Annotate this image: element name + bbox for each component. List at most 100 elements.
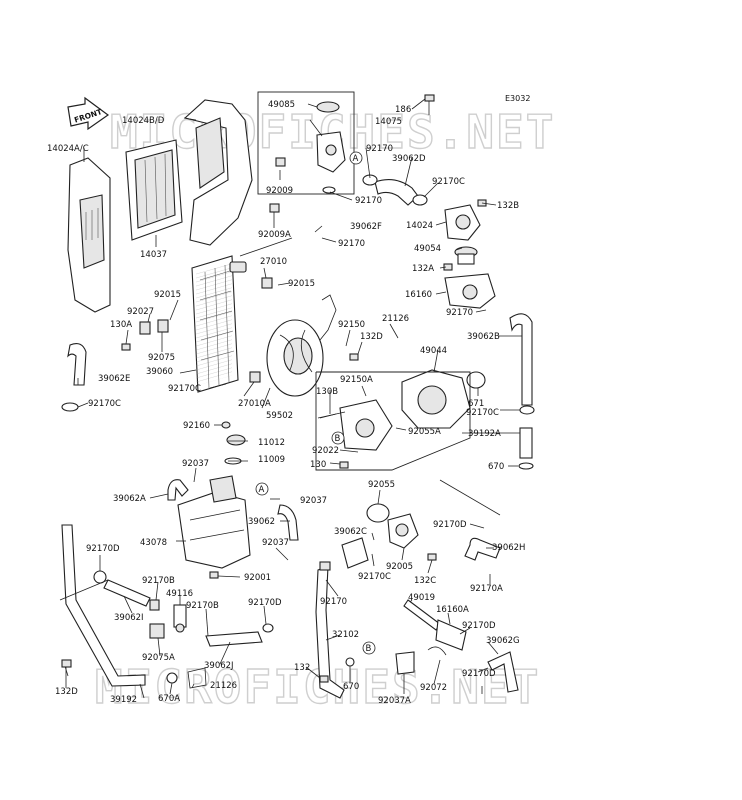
label-49085: 49085 [268, 100, 295, 110]
thermostat-part [454, 246, 478, 265]
hose-39062d-part [374, 179, 419, 206]
label-92075: 92075 [148, 353, 175, 363]
label-39192: 39192 [110, 695, 137, 705]
label-92027: 92027 [127, 307, 154, 317]
label-92170d-d: 92170D [462, 621, 496, 631]
clamp-92170c-left-part [61, 402, 79, 412]
label-92170-d: 92170 [446, 308, 473, 318]
clamp-670-b-part [345, 657, 355, 667]
label-186: 186 [395, 105, 411, 115]
bolt-49019-part [403, 599, 441, 631]
label-16160: 16160 [405, 290, 432, 300]
reserve-tank-part [177, 475, 251, 569]
label-39062d: 39062D [392, 154, 426, 164]
pipe-32102-part [315, 565, 345, 699]
label-39192a: 39192A [468, 429, 501, 439]
label-14024a-c: 14024A/C [47, 144, 89, 154]
label-27010a: 27010A [238, 399, 271, 409]
label-92009a: 92009A [258, 230, 291, 240]
pipe-39192a-part [518, 427, 534, 470]
label-92170-b: 92170 [355, 196, 382, 206]
bolt-132d-a-part [349, 353, 359, 361]
thermostat-cover-part [444, 204, 481, 241]
filler-neck-part [316, 101, 346, 194]
label-92170d-e: 92170D [462, 669, 496, 679]
label-671: 671 [468, 399, 484, 409]
pipe-39192-part [61, 524, 146, 687]
label-11009: 11009 [258, 455, 285, 465]
water-pump-cover-part [317, 399, 393, 451]
bracket-21126-b-part [187, 667, 207, 689]
label-21126-a: 21126 [382, 314, 409, 324]
label-59502: 59502 [266, 411, 293, 421]
clamp-92170-e-part [319, 561, 331, 571]
water-pump-group-frame [315, 371, 471, 471]
label-670-a: 670 [488, 462, 504, 472]
tank-cap-part [226, 434, 246, 446]
label-92170c-a: 92170C [432, 177, 465, 187]
diagram-code: E3032 [505, 94, 530, 103]
label-132a: 132A [412, 264, 434, 274]
label-92075a: 92075A [142, 653, 175, 663]
bolt-130b-part [319, 413, 337, 419]
label-92055a: 92055A [408, 427, 441, 437]
grommet-92075-part [157, 319, 169, 333]
clamp-670a-part [166, 672, 178, 684]
clamp-92170d-c-part [262, 623, 274, 633]
hose-39062b-part [509, 313, 533, 406]
svg-text:A: A [353, 154, 359, 164]
clamp-92170c-a-part [412, 194, 428, 206]
label-16160a: 16160A [436, 605, 469, 615]
label-39062h: 39062H [492, 543, 525, 553]
part-labels: 186 49085 14075 14024B/D 14024A/C 92170 … [47, 100, 525, 706]
label-39062: 39062 [248, 517, 275, 527]
label-32102: 32102 [332, 630, 359, 640]
watermark-bottom: MICROFICHES.NET [95, 660, 540, 714]
bolt-130a-part [121, 343, 131, 351]
hose-39062h-part [464, 537, 501, 561]
callout-a-1: A [349, 151, 363, 165]
oring-92055-part [366, 503, 390, 523]
bolt-132-part [319, 675, 329, 683]
hose-39062a-part [167, 479, 189, 501]
callout-a-2: A [255, 482, 269, 496]
grommet-92027-part [139, 321, 151, 335]
label-21126-b: 21126 [210, 681, 237, 691]
label-14037: 14037 [140, 250, 167, 260]
clamp-92170b-a-part [149, 599, 160, 611]
label-92170c-c: 92170C [88, 399, 121, 409]
label-130a: 130A [110, 320, 132, 330]
svg-text:A: A [259, 485, 265, 495]
washer-92160-part [221, 421, 231, 429]
label-92015-a: 92015 [288, 279, 315, 289]
sensor-27010a-part [249, 371, 261, 383]
water-pump-part [401, 369, 486, 429]
label-39062i: 39062I [114, 613, 144, 623]
label-39062f: 39062F [350, 222, 382, 232]
sensor-27010-part [261, 277, 273, 289]
bolt-130-part [339, 461, 349, 469]
callout-b-1: B [331, 431, 345, 445]
clamp-92072-part [427, 646, 447, 656]
fitting-92005-part [387, 513, 419, 549]
label-49019: 49019 [408, 593, 435, 603]
fitting-16160a-part [435, 619, 467, 651]
label-92037-a: 92037 [182, 459, 209, 469]
label-670-b: 670 [343, 682, 359, 692]
label-130b: 130B [316, 387, 338, 397]
label-132c: 132C [414, 576, 436, 586]
label-92150a: 92150A [340, 375, 373, 385]
bolt-132c-part [427, 553, 437, 561]
shroud-upper-part [183, 99, 253, 246]
label-92170: 92170 [320, 597, 347, 607]
label-39062a: 39062A [113, 494, 146, 504]
label-92055: 92055 [368, 480, 395, 490]
label-92037-b: 92037 [300, 496, 327, 506]
cooling-fan-part [266, 294, 337, 397]
label-670a: 670A [158, 694, 180, 704]
pipe-39062i-part [103, 579, 151, 607]
grommet-92075a-part [149, 623, 165, 639]
label-39062g: 39062G [486, 636, 520, 646]
label-14024: 14024 [406, 221, 433, 231]
label-132d-b: 132D [55, 687, 78, 697]
